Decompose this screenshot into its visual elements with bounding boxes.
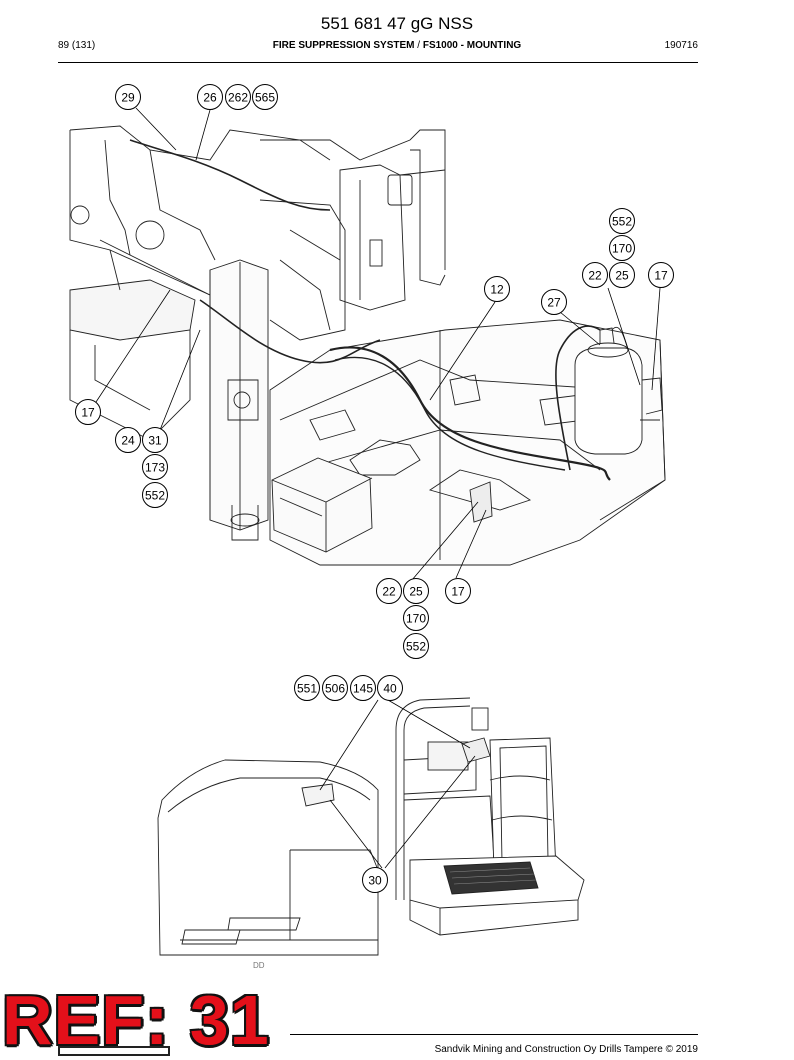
callout-circle [403, 605, 429, 631]
sandvik-logo [58, 1046, 170, 1056]
callout-label: 17 [81, 406, 95, 420]
page-number: 89 (131) [58, 40, 96, 51]
callout-label: 551 [297, 682, 317, 696]
callout-label: 17 [654, 269, 668, 283]
callout-label: 24 [121, 434, 135, 448]
callout-circle [322, 675, 348, 701]
callout-label: 173 [145, 461, 165, 475]
callout-label: 40 [383, 682, 397, 696]
cabin-drawing [157, 697, 585, 956]
callout-circle [484, 276, 510, 302]
callout-label: 262 [228, 91, 248, 105]
callout-label: 30 [368, 874, 382, 888]
callout-label: 12 [490, 283, 504, 297]
callout-circle [142, 454, 168, 480]
callout-label: 565 [255, 91, 275, 105]
section-name: FIRE SUPPRESSION SYSTEM [272, 40, 415, 51]
callout-label: 26 [203, 91, 217, 105]
callout-circle [403, 633, 429, 659]
callout-circle [445, 578, 471, 604]
callout-group: 29 26 262 565 552 170 22 25 17 12 27 17 24 31 173 552 22… [75, 84, 674, 893]
callout-circle [541, 289, 567, 315]
leader-lines [95, 107, 661, 869]
subsection-name: FS1000 - MOUNTING [422, 40, 522, 51]
callout-circle [115, 84, 141, 110]
footer-copyright: Sandvik Mining and Construction Oy Drill… [434, 1044, 698, 1055]
callout-label: 552 [406, 640, 426, 654]
section-separator: / [414, 40, 423, 51]
callout-circle [142, 427, 168, 453]
footer-rule [290, 1034, 698, 1035]
callout-circle [75, 399, 101, 425]
header-rule [58, 62, 698, 63]
callout-label: 145 [353, 682, 373, 696]
callout-label: 27 [547, 296, 561, 310]
callout-circle [142, 482, 168, 508]
callout-circle [582, 262, 608, 288]
callout-circle [252, 84, 278, 110]
callout-label: 170 [406, 612, 426, 626]
callout-circle [197, 84, 223, 110]
callout-circle [376, 578, 402, 604]
callout-circle [403, 578, 429, 604]
document-number: 551 681 47 gG NSS [320, 14, 474, 33]
callout-circle [609, 235, 635, 261]
callout-label: 552 [145, 489, 165, 503]
callout-label: 17 [451, 585, 465, 599]
callout-circle [115, 427, 141, 453]
callout-label: 31 [148, 434, 162, 448]
callout-label: 170 [612, 242, 632, 256]
callout-label: 506 [325, 682, 345, 696]
callout-label: 25 [409, 585, 423, 599]
callout-label: 22 [588, 269, 602, 283]
drawing-label: DD [253, 961, 265, 970]
callout-label: 22 [382, 585, 396, 599]
callout-circle [225, 84, 251, 110]
callout-circle [377, 675, 403, 701]
callout-circle [362, 867, 388, 893]
callout-circle [350, 675, 376, 701]
callout-circle [294, 675, 320, 701]
callout-label: 25 [615, 269, 629, 283]
revision-date: 190716 [664, 40, 698, 51]
section-title: FIRE SUPPRESSION SYSTEM / FS1000 - MOUNT… [0, 40, 794, 51]
callout-circle [609, 262, 635, 288]
callout-label: 29 [121, 91, 135, 105]
frame-drawing [69, 125, 666, 566]
callout-circle [609, 208, 635, 234]
callout-circle [648, 262, 674, 288]
callout-label: 552 [612, 215, 632, 229]
